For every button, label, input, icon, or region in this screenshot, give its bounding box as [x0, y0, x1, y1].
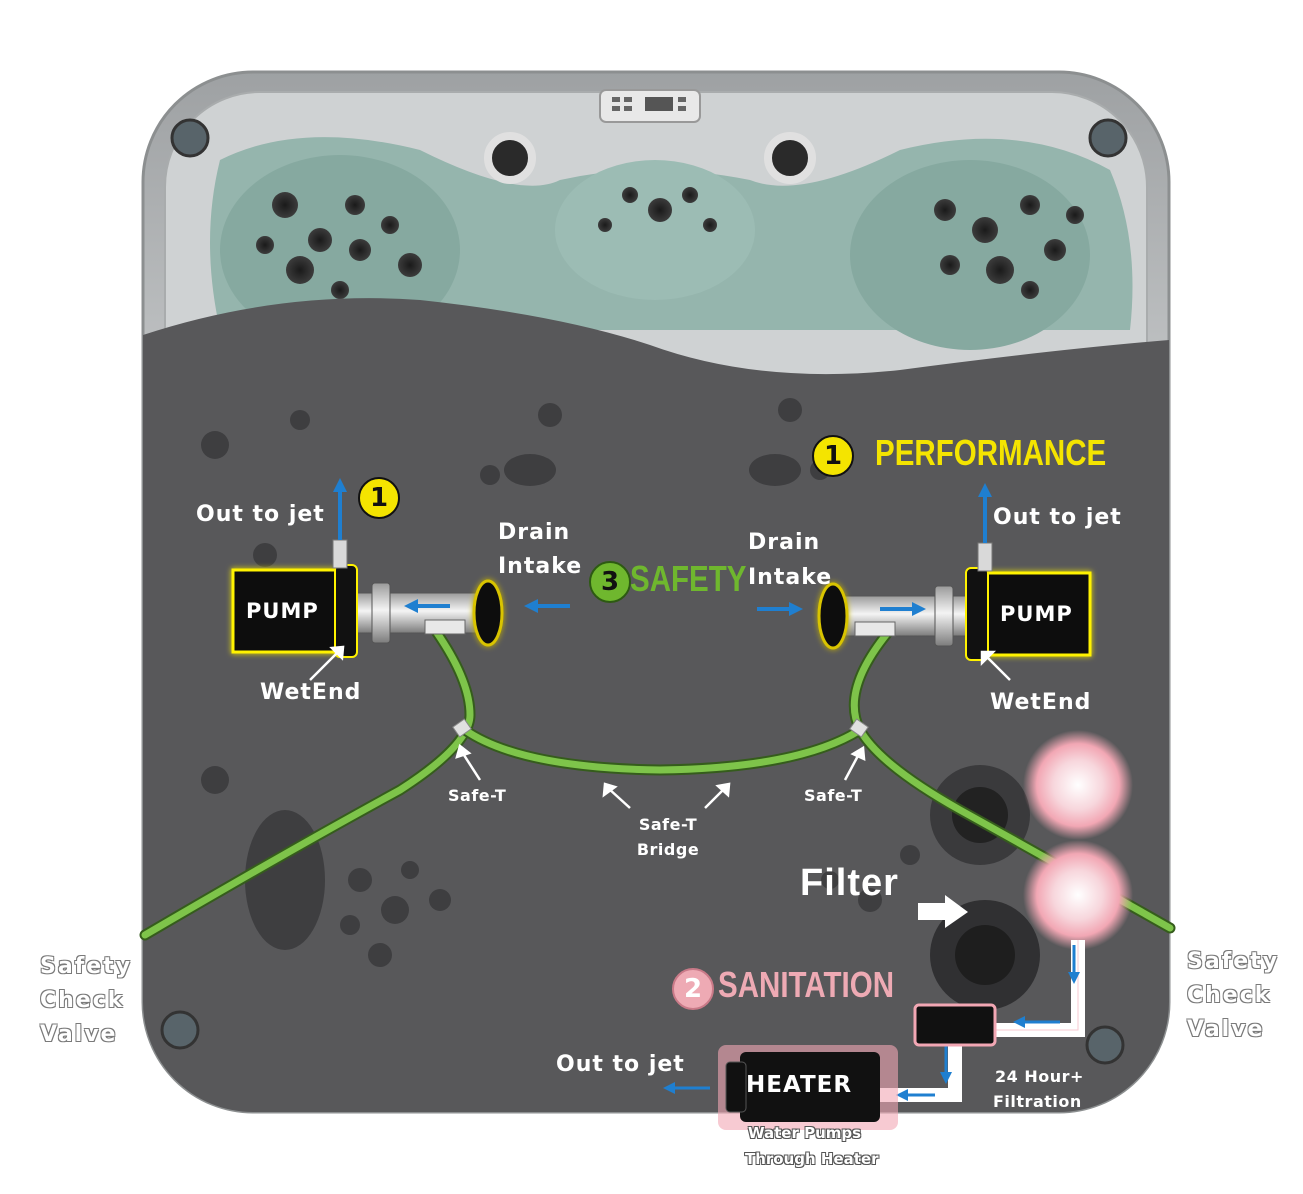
filter-label: Filter — [800, 862, 899, 904]
filtration-line3: Solution — [995, 1118, 1074, 1137]
left-out-to-jet-label: Out to jet — [196, 502, 325, 527]
safety-piping — [139, 624, 1176, 941]
heater-label: HEATER — [746, 1072, 853, 1098]
pointer-arrows — [309, 645, 1011, 809]
left-pump-assembly — [231, 478, 504, 658]
sanitation-flow-arrows — [663, 945, 1080, 1101]
left-safe-t-label: Safe-T — [448, 786, 507, 805]
heater-caption-line1: Water Pumps — [748, 1124, 862, 1142]
safe-t-bridge-label-line1: Safe-T — [638, 815, 698, 834]
right-intake-label: Intake — [748, 565, 833, 590]
heater-out-to-jet-label: Out to jet — [556, 1052, 685, 1077]
submerged-jets — [160, 398, 1125, 1065]
safety-title: SAFETY — [630, 558, 747, 599]
left-wetend-label: WetEnd — [260, 680, 362, 705]
left-safety-check-valve-label: Safety Check Valve — [40, 954, 133, 1047]
right-drain-label: Drain — [748, 530, 821, 555]
right-safe-t-label: Safe-T — [804, 786, 863, 805]
circulation-pump — [913, 1003, 997, 1047]
filtration-line1: 24 Hour+ — [995, 1067, 1084, 1086]
safety-number-badge: 3 — [589, 561, 631, 603]
acrylic-seats — [170, 118, 1133, 350]
safe-t-bridge-label-line2: Bridge — [636, 840, 700, 859]
heater — [718, 1045, 898, 1130]
performance-number-badge: 1 — [812, 435, 854, 477]
left-drain-label: Drain — [498, 520, 571, 545]
left-pump-label: PUMP — [246, 599, 319, 623]
left-intake-label: Intake — [498, 554, 583, 579]
control-panel — [599, 89, 701, 123]
right-out-to-jet-label: Out to jet — [993, 505, 1122, 530]
sanitation-title: SANITATION — [718, 964, 895, 1005]
left-performance-badge: 1 — [358, 477, 400, 519]
filter-glow-lights — [1023, 730, 1133, 950]
performance-title: PERFORMANCE — [875, 432, 1107, 473]
right-pump-assembly — [817, 483, 1092, 661]
filtration-line2: Filtration — [993, 1092, 1082, 1111]
sanitation-number-badge: 2 — [672, 968, 714, 1010]
filter-arrow — [918, 895, 968, 928]
right-wetend-label: WetEnd — [990, 690, 1092, 715]
right-pump-label: PUMP — [1000, 602, 1073, 626]
right-safety-check-valve-label: Safety Check Valve — [1187, 949, 1280, 1042]
flow-arrows — [404, 599, 926, 616]
heater-caption-line2: Through Heater — [745, 1150, 879, 1168]
